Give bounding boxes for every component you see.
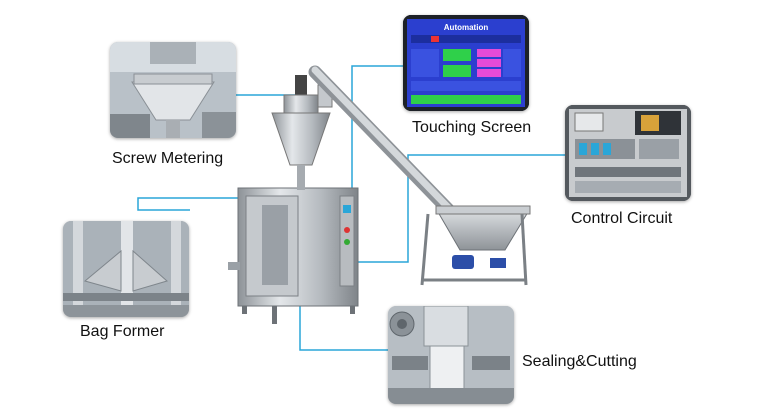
label-touching-screen: Touching Screen <box>412 119 532 136</box>
control-circuit-image <box>565 105 691 201</box>
screw-metering-photo <box>110 42 236 138</box>
bag-former-image <box>63 221 189 317</box>
label-control-circuit: Control Circuit <box>571 210 673 227</box>
screw-metering-image <box>110 42 236 138</box>
label-screw-metering: Screw Metering <box>112 150 224 167</box>
feeder-hopper <box>437 211 529 251</box>
sealing-cutting-image <box>388 306 514 404</box>
label-sealing-cutting: Sealing&Cutting <box>522 353 637 370</box>
connector-control-circuit <box>355 154 565 263</box>
sealing-cutting-photo <box>388 306 514 404</box>
control-circuit-photo <box>565 105 691 201</box>
connector-touching-screen <box>351 65 403 200</box>
connector-bag-former <box>137 197 300 211</box>
touch-screen-image: Automation <box>403 15 529 111</box>
bag-former-photo <box>63 221 189 317</box>
label-bag-former: Bag Former <box>80 323 165 340</box>
screen-title: Automation <box>444 23 489 32</box>
touching-screen-photo: Automation <box>403 15 529 111</box>
